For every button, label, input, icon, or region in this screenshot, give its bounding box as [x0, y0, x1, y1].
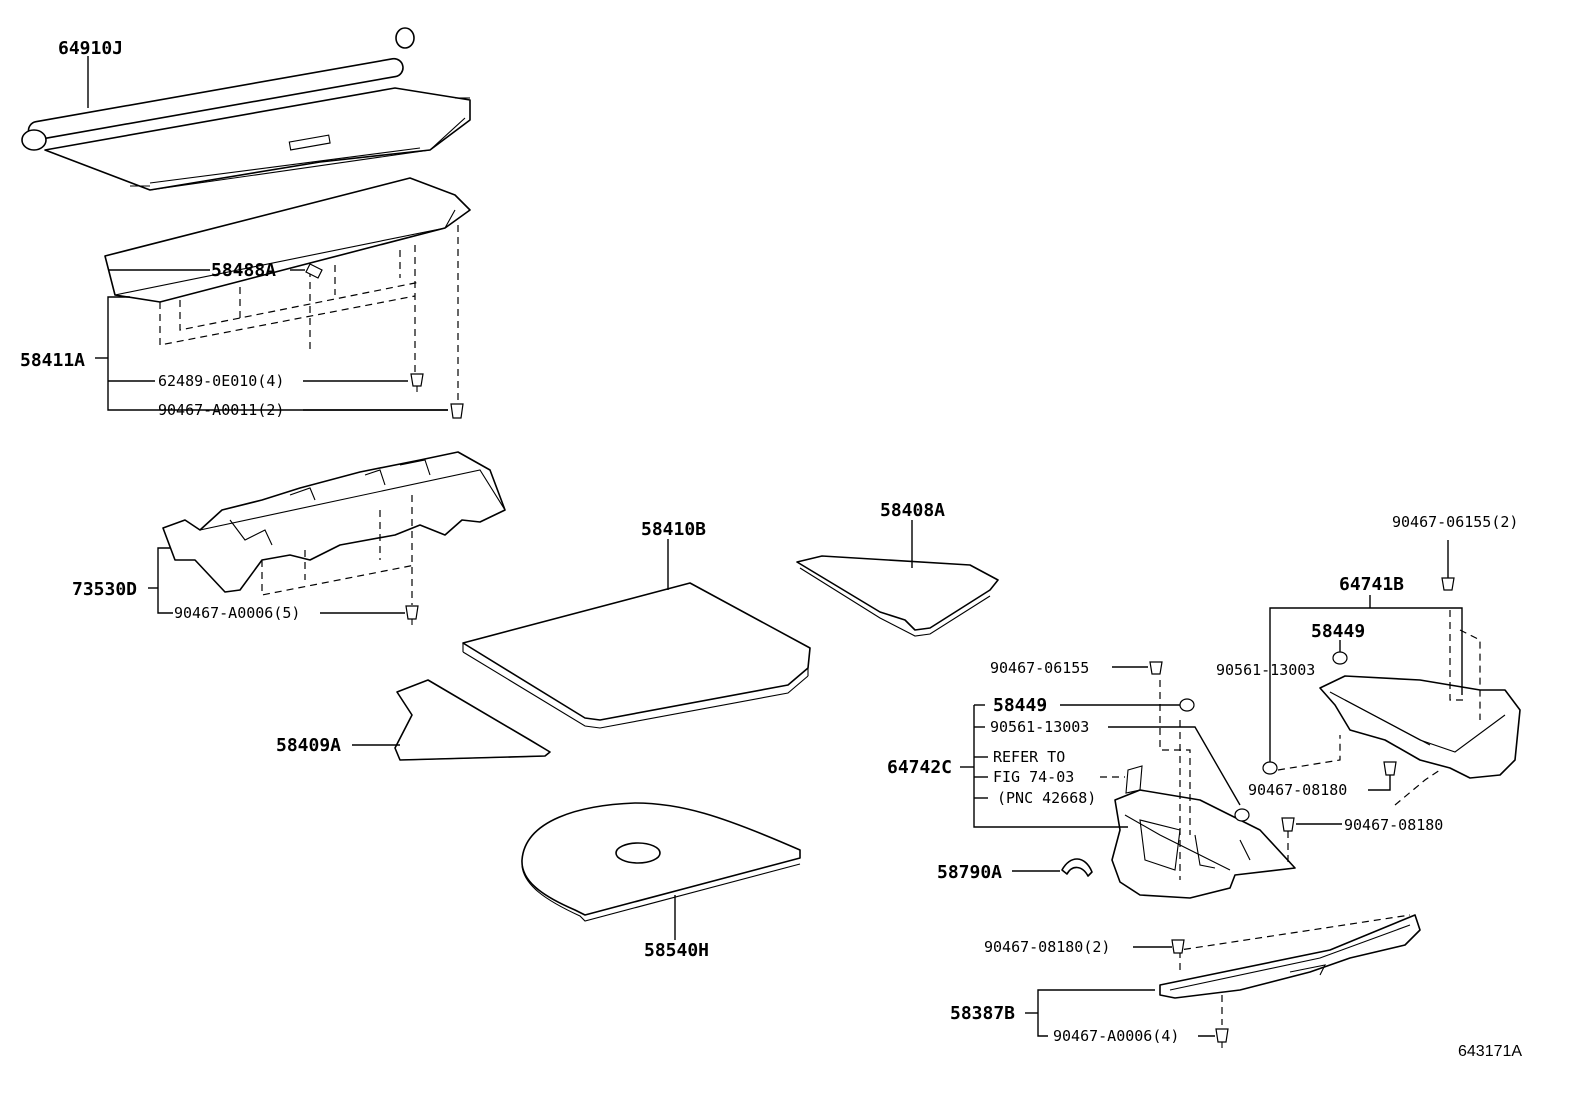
bracket-73530D	[157, 547, 173, 614]
label-58408A: 58408A	[880, 500, 945, 521]
tire-cover-part	[521, 802, 801, 922]
bracket-58411A	[107, 296, 448, 411]
right-tray-part	[1319, 610, 1521, 779]
label-refer-fig: FIG 74-03	[993, 768, 1074, 786]
label-64742C: 64742C	[887, 757, 952, 778]
grommet-90561-r	[1262, 761, 1278, 775]
bracket-58790A-part	[1061, 858, 1093, 877]
label-90467-06155: 90467-06155	[990, 659, 1089, 677]
label-58387B: 58387B	[950, 1003, 1015, 1024]
side-board-part	[796, 555, 999, 637]
clip-90467-06155	[1149, 661, 1163, 675]
label-64741B: 64741B	[1339, 574, 1404, 595]
rear-panel-part	[162, 451, 506, 605]
grommet-58449-l	[1179, 698, 1195, 712]
deck-board-part	[104, 177, 471, 400]
bracket-64742C	[973, 705, 1128, 828]
tonneau-cover-part	[21, 27, 471, 191]
label-58790A: 58790A	[937, 862, 1002, 883]
grommet-90561-l	[1234, 808, 1250, 822]
clip-90467-A0011	[450, 403, 464, 419]
clip-90467-A0006-5	[405, 605, 419, 625]
clip-90467-06155-2	[1441, 577, 1455, 591]
label-90467-08180-a: 90467-08180	[1248, 781, 1347, 799]
label-90467-A0006-4: 90467-A0006(4)	[1053, 1027, 1179, 1045]
clip-90467-08180-a	[1383, 761, 1397, 776]
label-90561-13003-left: 90561-13003	[990, 718, 1089, 736]
label-90467-06155-2: 90467-06155(2)	[1392, 513, 1518, 531]
label-58488A: 58488A	[211, 260, 276, 281]
figure-id: 643171A	[1458, 1043, 1522, 1060]
label-73530D: 73530D	[72, 579, 137, 600]
label-58410B: 58410B	[641, 519, 706, 540]
clip-90467-A0006-4	[1215, 1028, 1229, 1048]
label-refer-to: REFER TO	[993, 748, 1065, 766]
clip-62489	[410, 373, 424, 392]
label-58411A: 58411A	[20, 350, 85, 371]
label-90561-13003-right: 90561-13003	[1216, 661, 1315, 679]
side-pad-part	[394, 679, 551, 761]
label-90467-A0011: 90467-A0011(2)	[158, 401, 284, 419]
grommet-58449-r	[1332, 651, 1348, 665]
label-58409A: 58409A	[276, 735, 341, 756]
clip-58488A	[305, 263, 323, 279]
label-90467-08180-2: 90467-08180(2)	[984, 938, 1110, 956]
floor-board-part	[462, 582, 811, 729]
label-64910J: 64910J	[58, 38, 123, 59]
scuff-plate-part	[1159, 914, 1421, 1025]
clip-90467-08180-2	[1171, 939, 1185, 954]
bracket-64741B	[1269, 607, 1463, 765]
label-58540H: 58540H	[644, 940, 709, 961]
clip-90467-08180-b	[1281, 817, 1295, 832]
label-refer-pnc: (PNC 42668)	[997, 789, 1096, 807]
label-90467-08180-b: 90467-08180	[1344, 816, 1443, 834]
label-62489-0E010: 62489-0E010(4)	[158, 372, 284, 390]
label-58449-right: 58449	[1311, 621, 1365, 642]
label-58449-left: 58449	[993, 695, 1047, 716]
label-90467-A0006-5: 90467-A0006(5)	[174, 604, 300, 622]
left-tray-part	[1111, 680, 1296, 899]
